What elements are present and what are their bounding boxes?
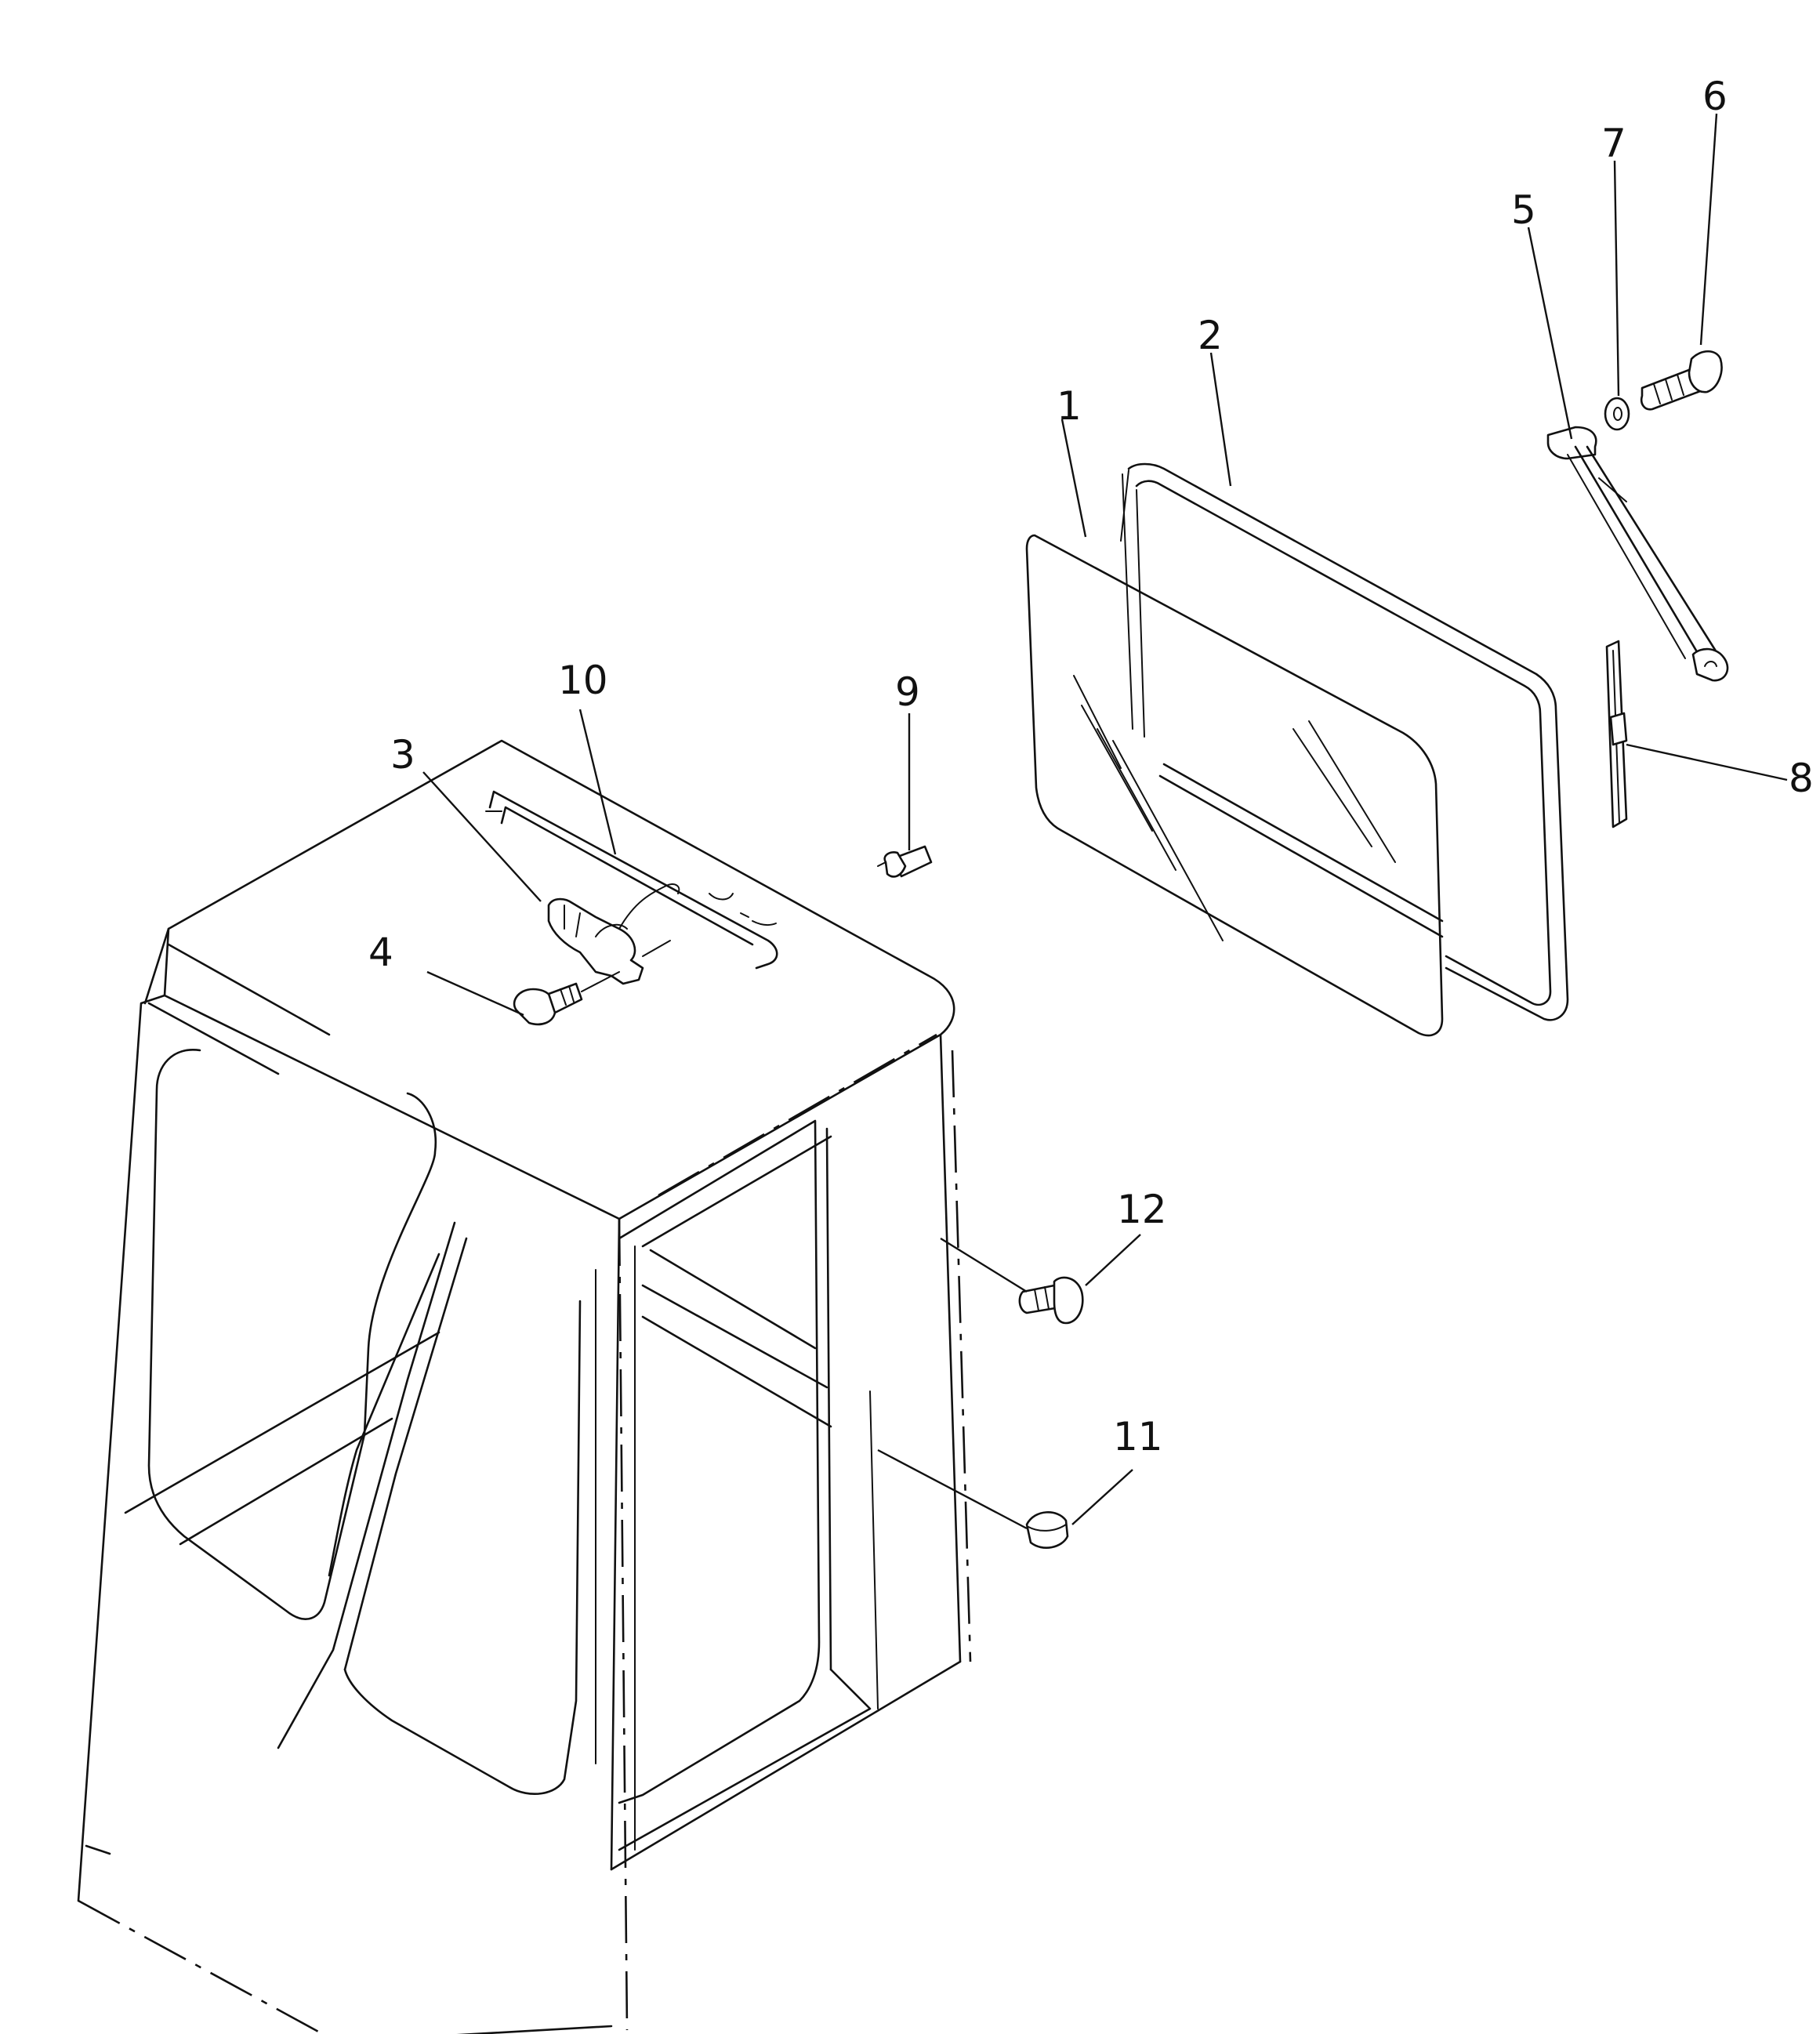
callout-9: 9	[895, 669, 920, 715]
wiper-arm	[1546, 426, 1729, 682]
cab-body	[77, 739, 972, 2034]
callout-3: 3	[390, 732, 415, 778]
wiper-motor	[547, 883, 680, 985]
roof-cable	[485, 790, 778, 970]
callout-7: 7	[1601, 121, 1626, 166]
callout-8: 8	[1789, 756, 1814, 801]
weatherstrip-seal	[1120, 462, 1569, 1021]
callout-6: 6	[1702, 74, 1728, 119]
window-glass	[1025, 534, 1444, 1037]
callout-10: 10	[558, 658, 608, 703]
clip-9	[877, 845, 933, 878]
bolt-6	[1640, 350, 1723, 411]
washer	[1604, 397, 1630, 431]
callout-labels: 1 2 3 4 5 6 7 8 9 10 11 12	[368, 74, 1814, 1459]
callout-5: 5	[1511, 187, 1536, 233]
bolt-12	[1018, 1276, 1084, 1325]
wiper-blade	[1605, 640, 1628, 828]
callout-1: 1	[1057, 383, 1082, 429]
callout-11: 11	[1113, 1414, 1163, 1459]
callout-2: 2	[1198, 313, 1223, 358]
leader-lines	[422, 113, 1788, 1530]
callout-12: 12	[1117, 1187, 1167, 1232]
plug-11	[1025, 1511, 1069, 1549]
bolt-4	[513, 971, 620, 1026]
callout-4: 4	[368, 930, 393, 975]
